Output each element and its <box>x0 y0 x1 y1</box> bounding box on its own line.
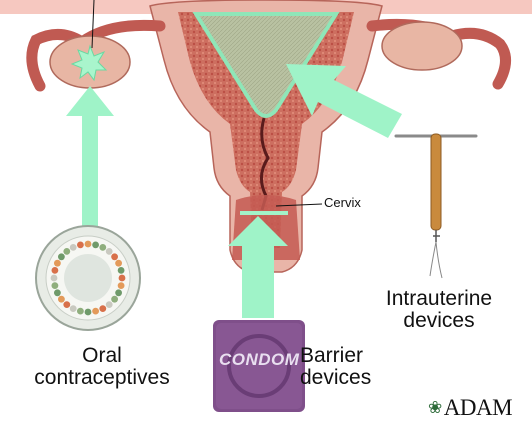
pill <box>85 309 92 316</box>
pill <box>52 282 59 289</box>
adam-logo: ❀ ADAM <box>428 395 512 421</box>
barrier-devices-label: Barrier devices <box>300 345 392 389</box>
pill <box>58 253 65 260</box>
pill <box>77 308 84 315</box>
pill <box>118 282 125 289</box>
barrier-label-line-1: Barrier <box>300 345 392 367</box>
pill <box>52 267 59 274</box>
pill <box>63 301 70 308</box>
pill <box>70 305 77 312</box>
adam-leaf-icon: ❀ <box>428 398 442 418</box>
oral-label-line-1: Oral <box>12 345 192 367</box>
oral-contraceptives-label: Oral contraceptives <box>12 345 192 389</box>
pill <box>119 275 126 282</box>
right-ovary <box>382 22 462 70</box>
pill <box>54 260 61 267</box>
oral-arrow <box>66 86 114 226</box>
condom-brand-text: CONDOM <box>219 351 297 369</box>
barrier-label-line-2: devices <box>300 367 392 389</box>
pill <box>106 301 113 308</box>
intrauterine-devices-label: Intrauterine devices <box>368 288 510 332</box>
pill <box>115 289 122 296</box>
pill <box>63 248 70 255</box>
pill <box>106 248 113 255</box>
pill <box>92 308 99 315</box>
pill <box>99 244 106 251</box>
pill <box>111 253 118 260</box>
iud-label-line-1: Intrauterine <box>368 288 510 310</box>
pill <box>111 296 118 303</box>
oral-label-line-2: contraceptives <box>12 367 192 389</box>
pill <box>58 296 65 303</box>
pill <box>92 242 99 249</box>
cervix-label: Cervix <box>324 196 361 210</box>
adam-logo-text: ADAM <box>444 395 512 421</box>
pill <box>115 260 122 267</box>
iud-label-line-2: devices <box>368 310 510 332</box>
intrauterine-device-icon <box>396 134 476 278</box>
pill <box>77 242 84 249</box>
pill <box>118 267 125 274</box>
pill <box>54 289 61 296</box>
pill <box>51 275 58 282</box>
pill <box>85 241 92 248</box>
pill <box>70 244 77 251</box>
pill <box>99 305 106 312</box>
